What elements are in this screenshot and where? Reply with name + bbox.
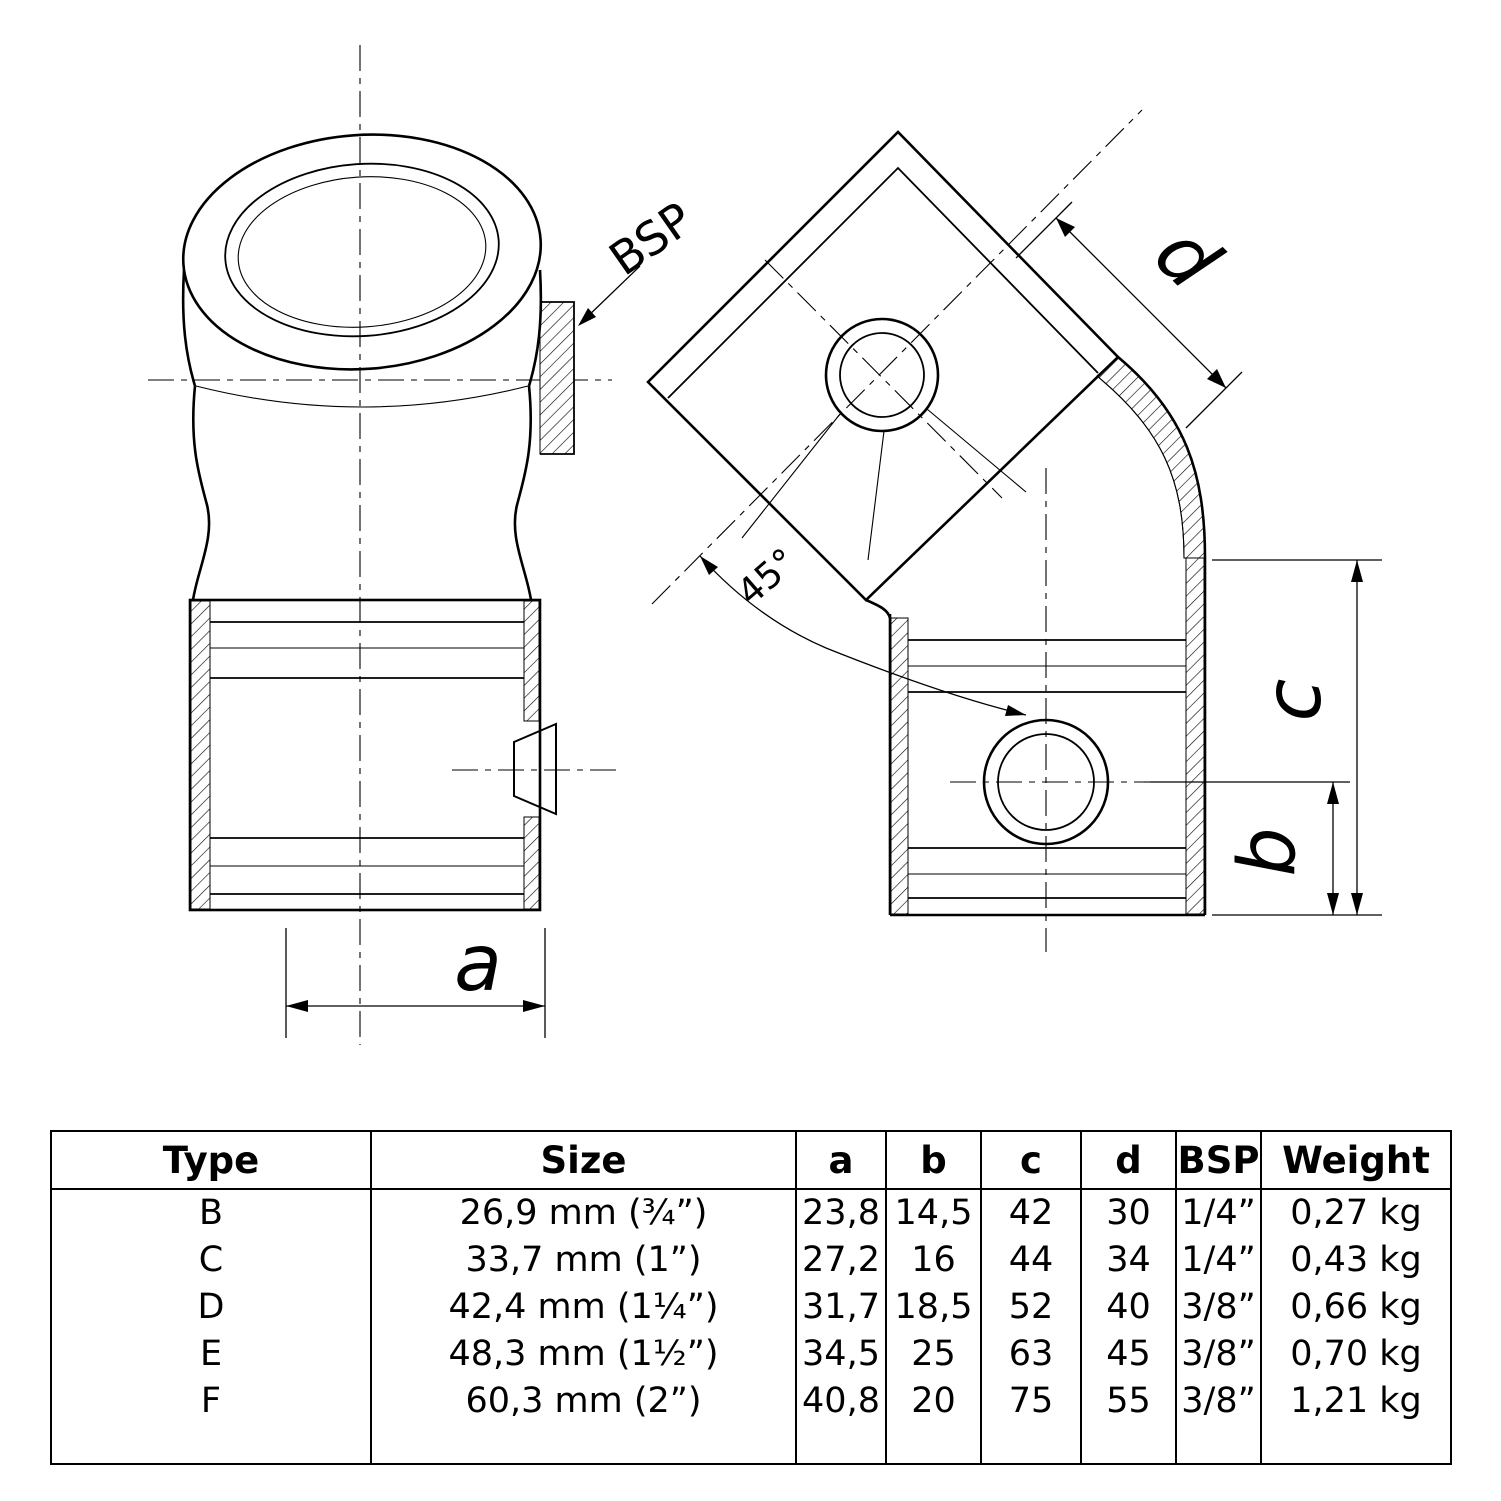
cell-type: C: [50, 1236, 372, 1283]
cell-a: 40,8: [795, 1377, 887, 1424]
col-header-b: b: [885, 1131, 982, 1190]
cell-bsp: 1/4”: [1175, 1189, 1262, 1236]
cell-b: 20: [885, 1377, 982, 1424]
cell-c: 42: [980, 1189, 1082, 1236]
col-header-d: d: [1080, 1131, 1177, 1190]
spacer-cell: [1260, 1424, 1452, 1464]
angle-annotation: 45°: [699, 541, 1027, 716]
cell-type: D: [50, 1283, 372, 1330]
dimension-c: c: [1212, 559, 1382, 916]
cell-d: 34: [1080, 1236, 1177, 1283]
cell-a: 23,8: [795, 1189, 887, 1236]
dimension-b: b: [1150, 781, 1350, 915]
cell-weight: 0,66 kg: [1260, 1283, 1452, 1330]
spacer-cell: [885, 1424, 982, 1464]
cell-c: 75: [980, 1377, 1082, 1424]
col-header-size: Size: [370, 1131, 797, 1190]
cell-bsp: 3/8”: [1175, 1377, 1262, 1424]
cell-bsp: 1/4”: [1175, 1236, 1262, 1283]
cell-b: 25: [885, 1330, 982, 1377]
spacer-cell: [50, 1424, 372, 1464]
cell-b: 18,5: [885, 1283, 982, 1330]
dimension-a: a: [285, 919, 546, 1038]
dim-label-b: b: [1223, 827, 1313, 877]
side-view-45: 45° d c: [646, 109, 1382, 952]
cell-size: 42,4 mm (1¼”): [370, 1283, 797, 1330]
cell-d: 40: [1080, 1283, 1177, 1330]
spacer-cell: [370, 1424, 797, 1464]
cell-a: 34,5: [795, 1330, 887, 1377]
technical-drawing: BSP a: [148, 45, 1382, 1045]
header-row: Type Size a b c d BSP Weight: [50, 1131, 1452, 1190]
table-row: B 26,9 mm (¾”) 23,8 14,5 42 30 1/4” 0,27…: [50, 1189, 1452, 1236]
cell-a: 27,2: [795, 1236, 887, 1283]
table-row: F 60,3 mm (2”) 40,8 20 75 55 3/8” 1,21 k…: [50, 1377, 1452, 1424]
table-bottom-spacer: [50, 1424, 1452, 1464]
col-header-a: a: [795, 1131, 887, 1190]
cell-weight: 1,21 kg: [1260, 1377, 1452, 1424]
cell-bsp: 3/8”: [1175, 1330, 1262, 1377]
col-header-type: Type: [50, 1131, 372, 1190]
dim-label-c: c: [1249, 679, 1339, 722]
col-header-weight: Weight: [1260, 1131, 1452, 1190]
cell-a: 31,7: [795, 1283, 887, 1330]
spacer-cell: [1175, 1424, 1262, 1464]
angle-label: 45°: [730, 541, 805, 614]
table-row: C 33,7 mm (1”) 27,2 16 44 34 1/4” 0,43 k…: [50, 1236, 1452, 1283]
cell-size: 60,3 mm (2”): [370, 1377, 797, 1424]
dim-label-a: a: [454, 919, 502, 1009]
col-header-bsp: BSP: [1175, 1131, 1262, 1190]
spacer-cell: [795, 1424, 887, 1464]
cell-size: 26,9 mm (¾”): [370, 1189, 797, 1236]
cell-c: 52: [980, 1283, 1082, 1330]
col-header-c: c: [980, 1131, 1082, 1190]
cell-type: B: [50, 1189, 372, 1236]
table-row: E 48,3 mm (1½”) 34,5 25 63 45 3/8” 0,70 …: [50, 1330, 1452, 1377]
cell-weight: 0,27 kg: [1260, 1189, 1452, 1236]
cell-c: 63: [980, 1330, 1082, 1377]
cell-bsp: 3/8”: [1175, 1283, 1262, 1330]
cell-type: E: [50, 1330, 372, 1377]
dim-label-d: d: [1137, 208, 1236, 307]
cell-b: 16: [885, 1236, 982, 1283]
cell-b: 14,5: [885, 1189, 982, 1236]
front-view: BSP a: [148, 45, 702, 1045]
cell-d: 45: [1080, 1330, 1177, 1377]
spacer-cell: [980, 1424, 1082, 1464]
dimensions-table: Type Size a b c d BSP Weight B 26,9 mm (…: [50, 1130, 1452, 1465]
cell-d: 30: [1080, 1189, 1177, 1236]
cell-size: 48,3 mm (1½”): [370, 1330, 797, 1377]
cell-size: 33,7 mm (1”): [370, 1236, 797, 1283]
cell-weight: 0,43 kg: [1260, 1236, 1452, 1283]
cell-c: 44: [980, 1236, 1082, 1283]
cell-d: 55: [1080, 1377, 1177, 1424]
table-row: D 42,4 mm (1¼”) 31,7 18,5 52 40 3/8” 0,6…: [50, 1283, 1452, 1330]
spacer-cell: [1080, 1424, 1177, 1464]
cell-weight: 0,70 kg: [1260, 1330, 1452, 1377]
bsp-label: BSP: [599, 192, 702, 287]
cell-type: F: [50, 1377, 372, 1424]
